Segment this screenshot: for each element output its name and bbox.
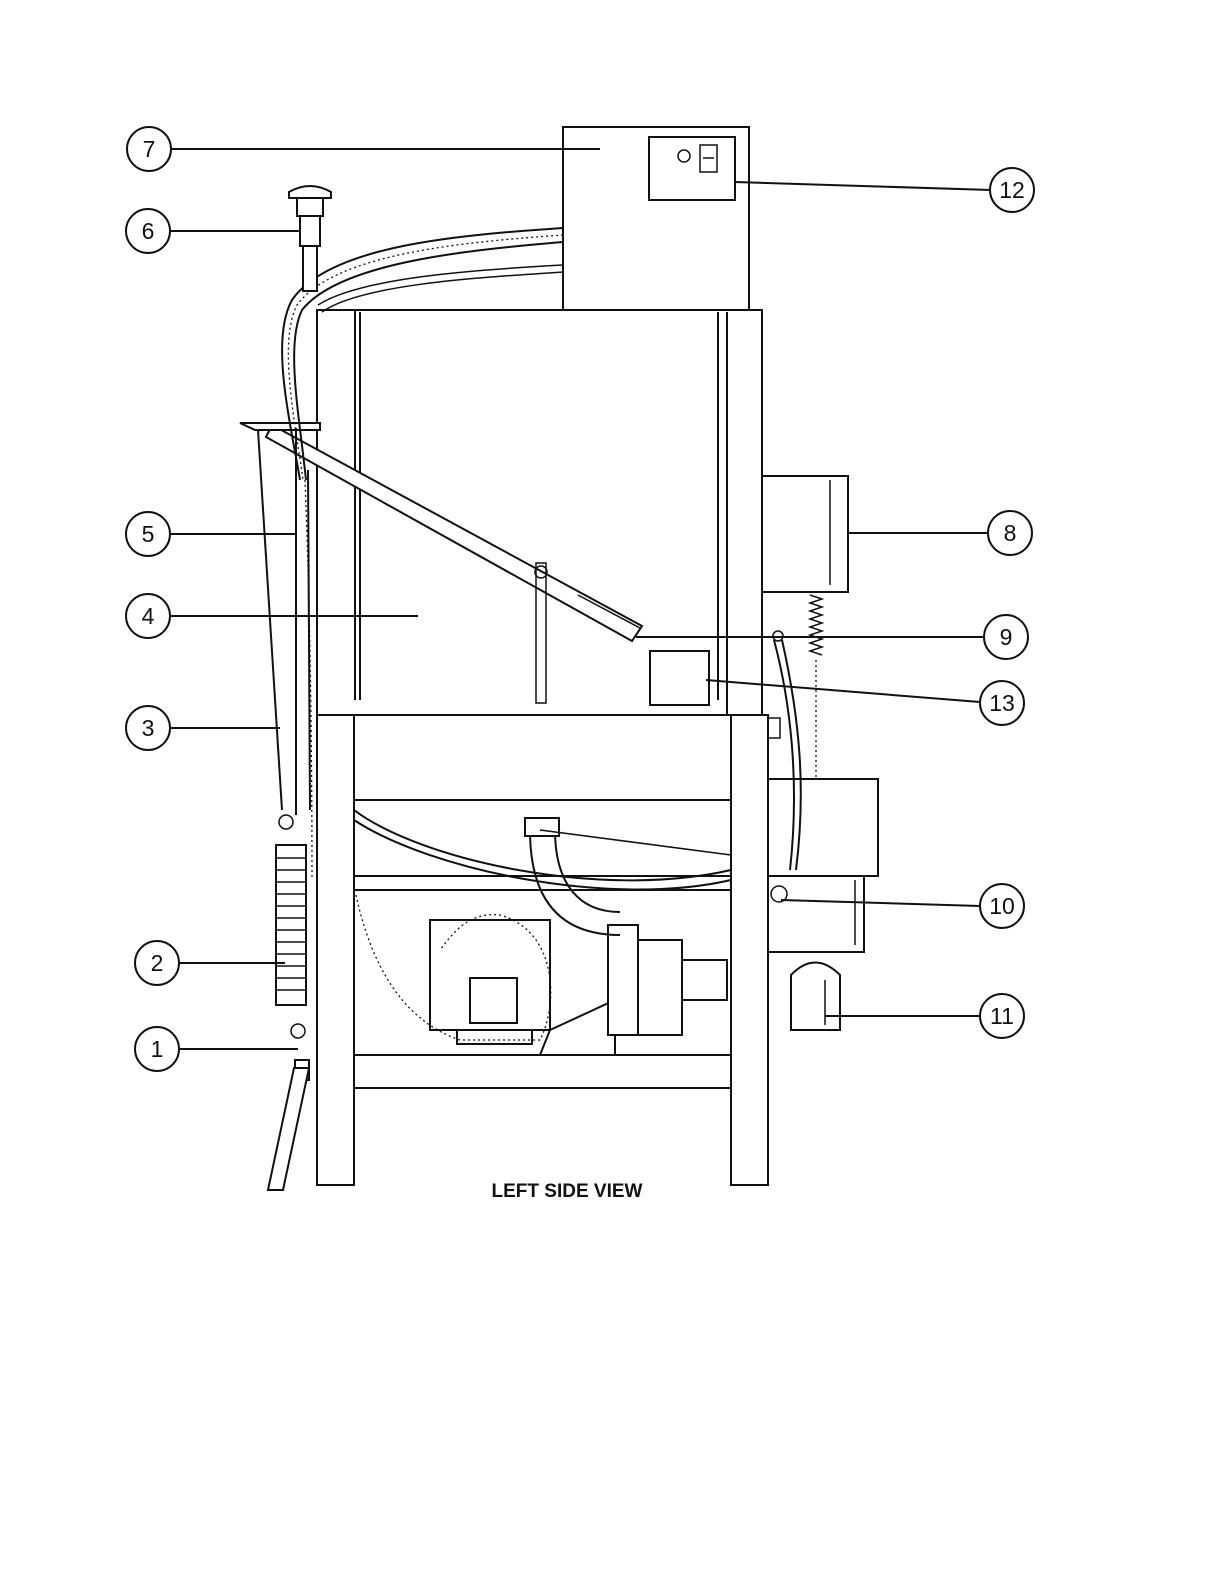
machine-drawing	[240, 127, 878, 1190]
callout-10-label: 10	[989, 893, 1015, 919]
callout-12-label: 12	[999, 177, 1025, 203]
callout-2: 2	[135, 941, 179, 985]
callout-11: 11	[980, 994, 1024, 1038]
callout-5-label: 5	[142, 521, 155, 547]
callout-12: 12	[990, 168, 1034, 212]
callout-6-label: 6	[142, 218, 155, 244]
callout-3-label: 3	[142, 715, 155, 741]
callout-1-label: 1	[151, 1036, 164, 1062]
callout-11-label: 11	[990, 1003, 1014, 1029]
callout-4-label: 4	[142, 603, 155, 629]
callout-13: 13	[980, 681, 1024, 725]
callout-10: 10	[980, 884, 1024, 928]
callout-1: 1	[135, 1027, 179, 1071]
callout-9: 9	[984, 615, 1028, 659]
callout-3: 3	[126, 706, 170, 750]
callout-7-label: 7	[143, 136, 156, 162]
callout-8: 8	[988, 511, 1032, 555]
view-caption: LEFT SIDE VIEW	[492, 1181, 643, 1202]
callout-13-label: 13	[989, 690, 1015, 716]
callout-4: 4	[126, 594, 170, 638]
callout-7: 7	[127, 127, 171, 171]
callout-9-label: 9	[1000, 624, 1013, 650]
callout-2-label: 2	[151, 950, 164, 976]
callout-5: 5	[126, 512, 170, 556]
callout-8-label: 8	[1004, 520, 1017, 546]
callout-6: 6	[126, 209, 170, 253]
